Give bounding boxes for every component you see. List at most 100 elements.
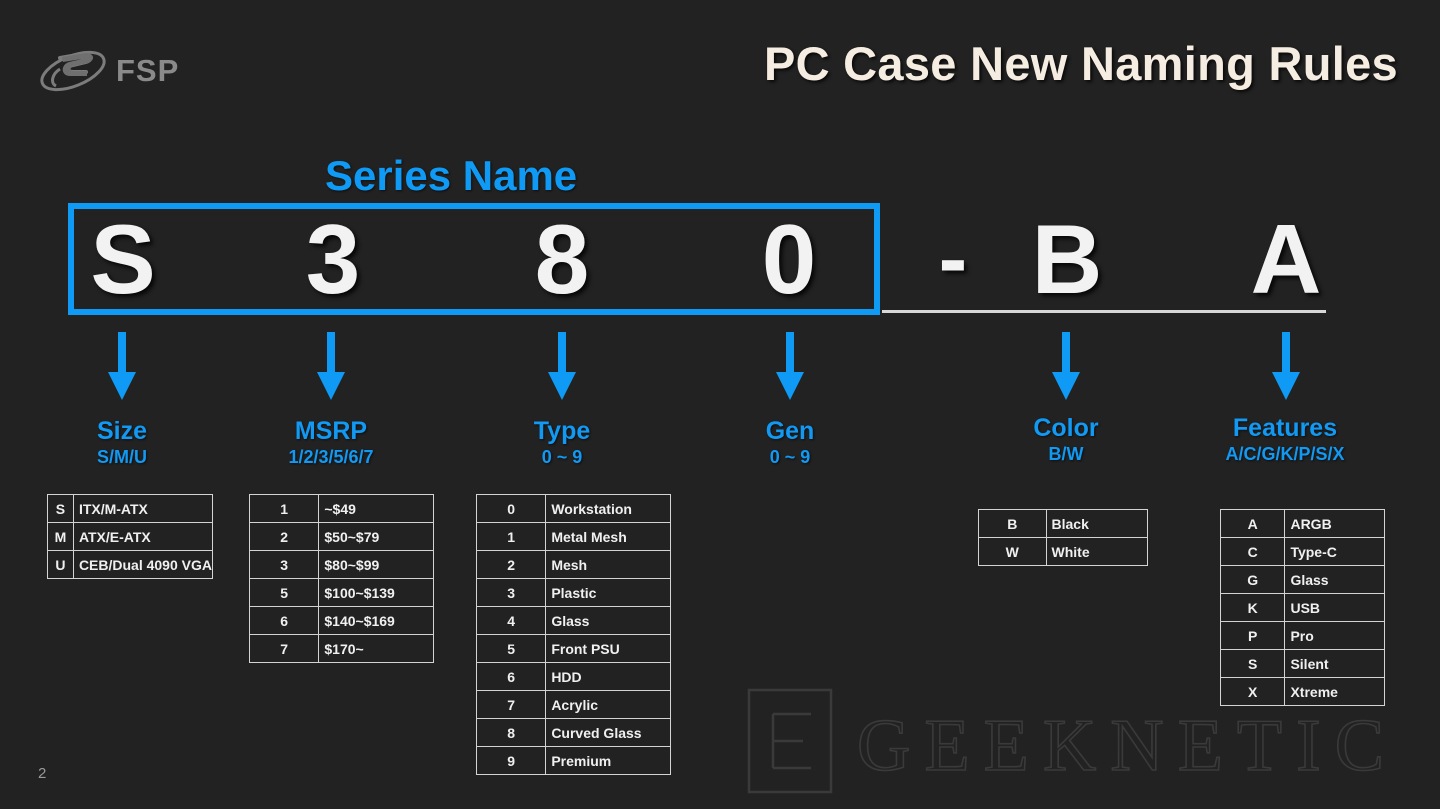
geeknetic-watermark-text: GEEKNETIC [857, 705, 1398, 787]
arrow-down-icon-gen [776, 332, 804, 400]
table-cell-key: 6 [248, 606, 320, 635]
segment-label-type: Type 0 ~ 9 [432, 418, 692, 469]
table-cell-value: ~$49 [318, 494, 434, 523]
table-cell-value: Metal Mesh [545, 522, 671, 551]
segment-label-color: Color B/W [936, 415, 1196, 466]
table-cell-key: U [47, 550, 74, 579]
table-cell-value: $80~$99 [318, 550, 434, 579]
table-row: 1~$49 [248, 494, 434, 523]
segment-label-size: Size S/M/U [0, 418, 252, 469]
table-cell-value: $50~$79 [318, 522, 434, 551]
segment-subtitle-size: S/M/U [96, 447, 147, 467]
fsp-logo: FSP [36, 38, 226, 104]
arrow-down-icon-msrp [317, 332, 345, 400]
segment-title-features: Features [1232, 414, 1338, 442]
series-name-label: Series Name [325, 152, 578, 199]
fsp-five-glyph [62, 53, 94, 76]
table-cell-key: 7 [475, 690, 547, 719]
page-title: PC Case New Naming Rules [763, 37, 1398, 90]
table-cell-key: G [1219, 565, 1286, 594]
table-cell-value: Xtreme [1284, 677, 1385, 706]
code-char-msrp: 3 [305, 204, 361, 314]
table-cell-key: S [1219, 649, 1286, 678]
code-char-size: S [90, 204, 156, 314]
table-cell-key: W [978, 537, 1047, 566]
table-cell-key: 1 [475, 522, 547, 551]
arrow-down-icon-features [1272, 332, 1300, 400]
table-cell-key: 0 [475, 494, 547, 523]
code-char-features: A [1250, 204, 1322, 314]
table-cell-value: ITX/M-ATX [72, 494, 214, 523]
table-cell-value: Mesh [545, 550, 671, 579]
table-row: 6$140~$169 [248, 606, 434, 635]
segment-label-gen: Gen 0 ~ 9 [660, 418, 920, 469]
table-cell-key: 9 [475, 746, 547, 775]
table-cell-value: Silent [1284, 649, 1385, 678]
table-cell-value: USB [1284, 593, 1385, 622]
table-cell-value: CEB/Dual 4090 VGA [72, 550, 214, 579]
table-cell-key: 8 [475, 718, 547, 747]
table-cell-key: 7 [248, 634, 320, 663]
segment-title-size: Size [96, 417, 148, 445]
segment-subtitle-type: 0 ~ 9 [541, 447, 583, 467]
table-cell-value: Glass [545, 606, 671, 635]
segment-title-msrp: MSRP [294, 417, 368, 445]
table-cell-key: 3 [248, 550, 320, 579]
table-row: 7$170~ [248, 634, 434, 663]
segment-subtitle-gen: 0 ~ 9 [769, 447, 811, 467]
table-cell-value: Type-C [1284, 537, 1385, 566]
code-char-gen: 0 [761, 204, 817, 314]
table-cell-key: 2 [475, 550, 547, 579]
table-cell-key: 5 [475, 634, 547, 663]
table-cell-key: 3 [475, 578, 547, 607]
table-cell-key: 5 [248, 578, 320, 607]
segment-title-gen: Gen [765, 417, 815, 445]
table-cell-value: Front PSU [545, 634, 671, 663]
fsp-swoosh-logo-icon [40, 50, 106, 92]
table-cell-key: S [47, 494, 74, 523]
table-cell-key: A [1219, 509, 1286, 538]
table-cell-value: Workstation [545, 494, 671, 523]
table-cell-value: $140~$169 [318, 606, 434, 635]
table-cell-key: X [1219, 677, 1286, 706]
table-cell-key: M [47, 522, 74, 551]
naming-code-row: S 3 8 0 - B A [0, 203, 1440, 318]
segment-label-features: Features A/C/G/K/P/S/X [1155, 415, 1415, 466]
table-cell-key: P [1219, 621, 1286, 650]
table-cell-value: Plastic [545, 578, 671, 607]
arrow-down-icon-color [1052, 332, 1080, 400]
segment-subtitle-msrp: 1/2/3/5/6/7 [288, 447, 374, 467]
table-cell-key: 6 [475, 662, 547, 691]
arrow-down-icon-type [548, 332, 576, 400]
segment-title-color: Color [1033, 414, 1099, 442]
segment-subtitle-color: B/W [1048, 444, 1084, 464]
segment-subtitle-features: A/C/G/K/P/S/X [1225, 444, 1345, 464]
table-row: 3$80~$99 [248, 550, 434, 579]
suffix-underline [882, 310, 1326, 313]
segment-label-msrp: MSRP 1/2/3/5/6/7 [201, 418, 461, 469]
table-cell-value: HDD [545, 662, 671, 691]
series-name-highlight-box [68, 203, 880, 315]
